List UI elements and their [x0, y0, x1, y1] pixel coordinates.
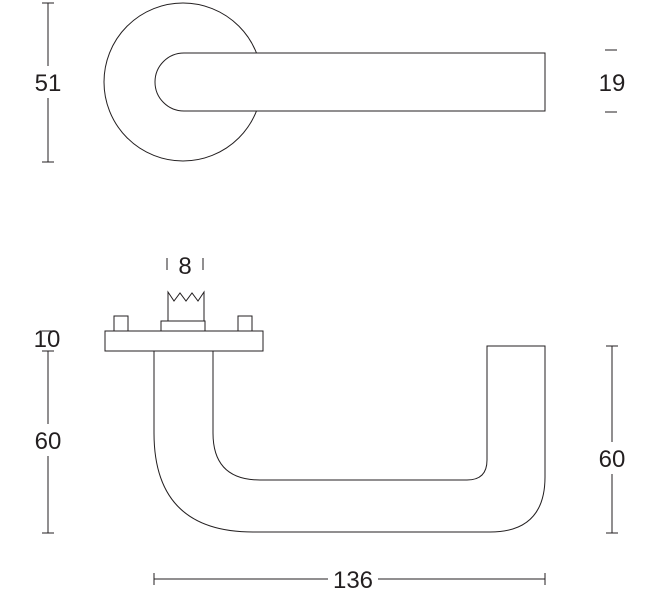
dim-spindle: 8 [166, 253, 204, 280]
rosette-lug-right [237, 315, 253, 332]
spindle-base [160, 320, 206, 332]
dim-label-bg [592, 442, 632, 474]
dim-label-left-60: 60 [35, 428, 62, 455]
dim-label-bg [328, 566, 378, 590]
dim-label-bg [30, 66, 66, 98]
dim-rosette-diameter: 51 [30, 2, 66, 163]
dim-label-19: 19 [599, 70, 626, 97]
dim-label-8: 8 [178, 253, 191, 280]
top-view [103, 2, 546, 162]
dim-rosette-height: 10 [34, 326, 61, 353]
lever-side-outline [153, 345, 546, 533]
spindle [167, 290, 205, 321]
side-view [104, 290, 546, 533]
dim-label-136: 136 [333, 567, 373, 590]
dim-left-drop: 60 [28, 351, 68, 534]
dim-lever-thickness: 19 [599, 49, 626, 113]
dim-label-bg [28, 424, 68, 456]
dim-label-10: 10 [34, 326, 61, 353]
rosette-plate [104, 330, 264, 352]
rosette-lug-left [113, 315, 129, 332]
lever-top-outline [154, 52, 546, 112]
dim-label-51: 51 [35, 70, 62, 97]
dim-label-right-60: 60 [599, 446, 626, 473]
dim-lever-length: 136 [153, 566, 546, 594]
dim-right-drop: 60 [592, 345, 632, 534]
